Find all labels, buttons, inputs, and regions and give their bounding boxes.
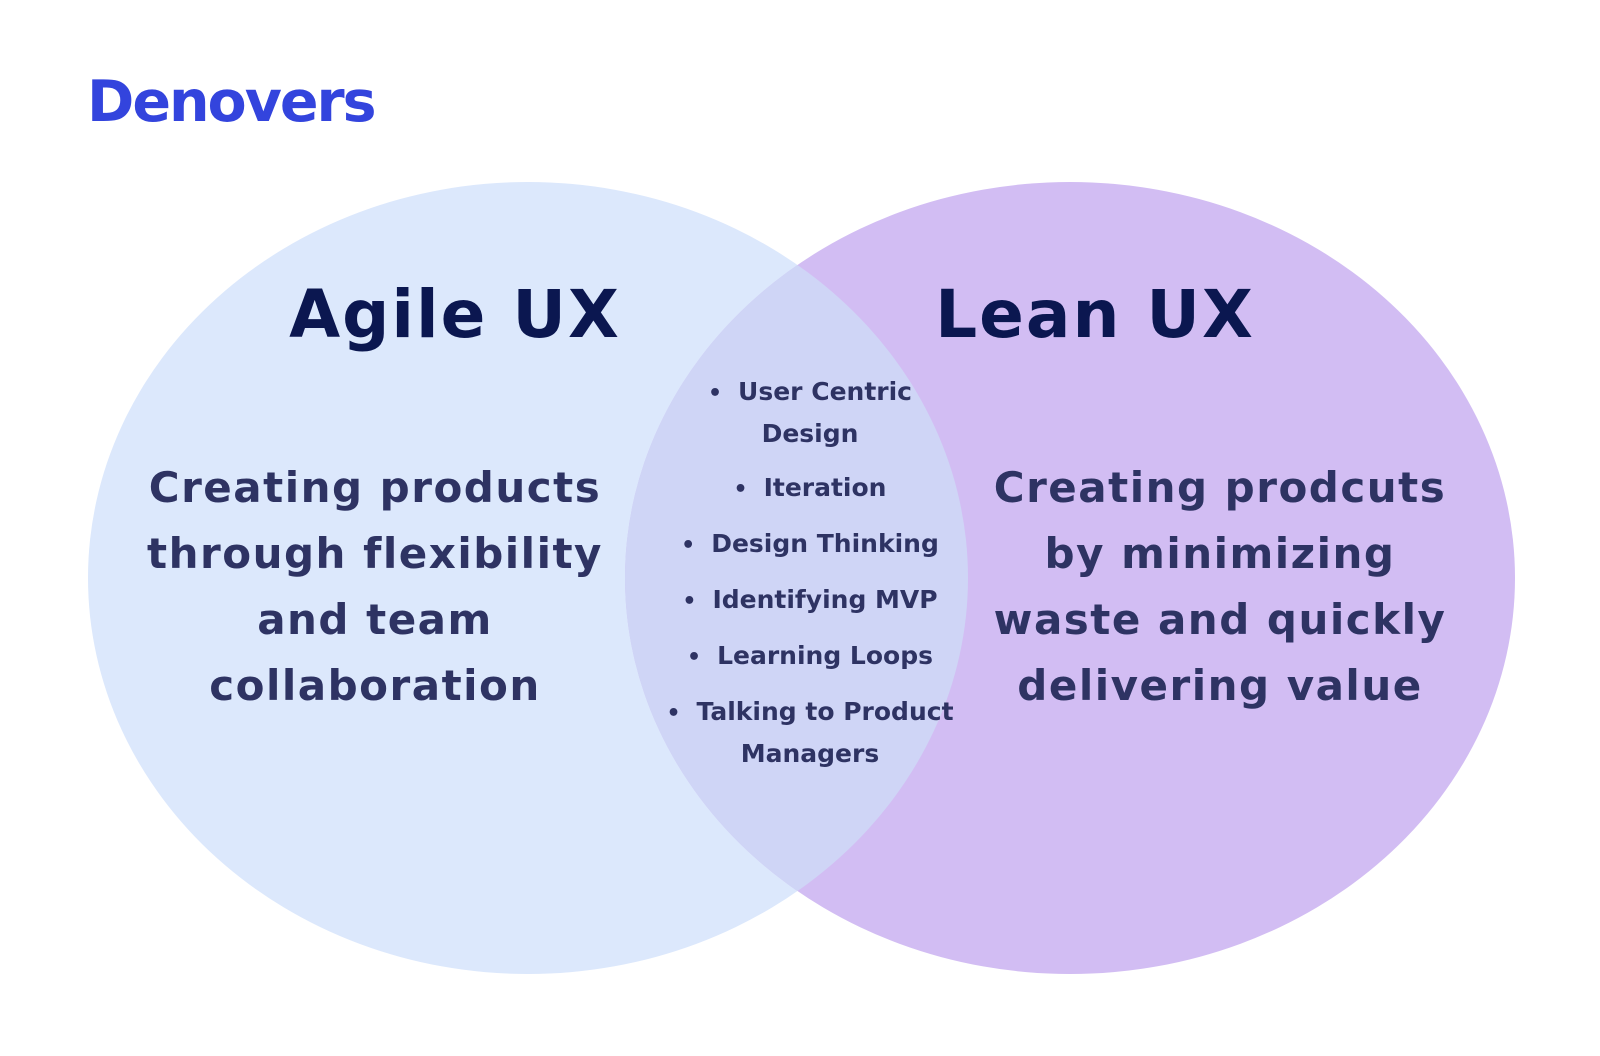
lean-ux-title: Lean UX [935, 276, 1255, 353]
lean-ux-description: Creating prodcuts by minimizing waste an… [993, 463, 1447, 710]
list-item: User Centric Design [640, 372, 980, 454]
list-item: Design Thinking [640, 524, 980, 566]
shared-practices-list: User Centric Design Iteration Design Thi… [640, 372, 980, 788]
list-item: Identifying MVP [640, 580, 980, 622]
list-item: Iteration [640, 468, 980, 510]
list-item: Talking to Product Managers [640, 692, 980, 774]
list-item: Learning Loops [640, 636, 980, 678]
agile-ux-description: Creating products through flexibility an… [147, 463, 603, 710]
agile-ux-title: Agile UX [289, 276, 621, 353]
brand-logo: Denovers [87, 69, 377, 135]
